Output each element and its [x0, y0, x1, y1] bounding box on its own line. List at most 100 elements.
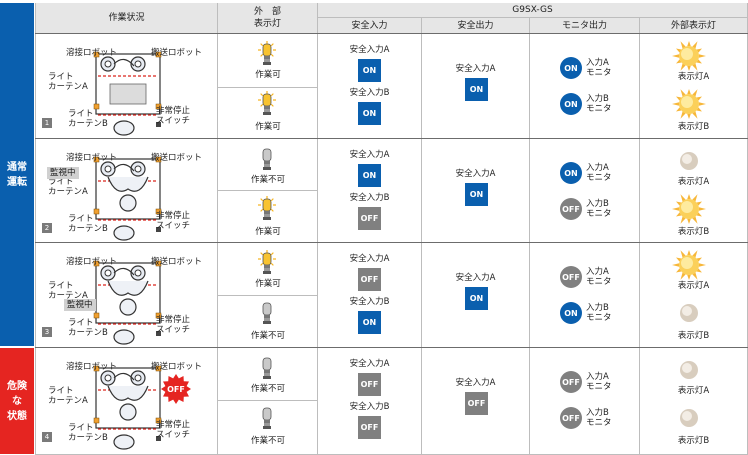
safety-output-state: ON [465, 183, 488, 206]
header-ext-indicator: 外部表示灯 [640, 18, 747, 33]
tower-lamp-status-b: 作業可 [255, 122, 281, 132]
safety-output-label: 安全入力A [455, 64, 496, 74]
safety-input-a-state: ON [358, 164, 381, 187]
group-danger-label: 危険 な 状態 [7, 380, 27, 422]
label-transport-robot: 搬送ロボット [151, 153, 203, 163]
header-product-label: G9SX-GS [512, 5, 553, 15]
tower-lamp-status-a: 作業不可 [250, 175, 285, 185]
grid-line [218, 295, 318, 296]
monitor-a-label: 入力A モニタ [586, 267, 612, 287]
header-product: G9SX-GS [318, 3, 747, 17]
header-status: 作業状況 [36, 3, 217, 33]
grid-line [529, 18, 530, 454]
label-welding-robot: 溶接ロボット [66, 362, 118, 372]
monitor-a-label: 入力A モニタ [586, 372, 612, 392]
monitor-a-state: OFF [560, 266, 582, 288]
tower-lamp-icon [258, 196, 276, 220]
monitor-b-label: 入力B モニタ [586, 199, 612, 219]
safety-output-label: 安全入力A [455, 378, 496, 388]
indicator-a-label: 表示灯A [677, 72, 710, 82]
tower-lamp-status-a: 作業可 [255, 70, 281, 80]
tower-lamp-icon [258, 91, 276, 115]
safety-input-b-state: OFF [358, 416, 381, 439]
indicator-lit-icon [672, 250, 706, 280]
monitor-b-state: OFF [560, 407, 582, 429]
label-transport-robot: 搬送ロボット [151, 48, 203, 58]
workpiece [109, 83, 147, 105]
safety-output-label: 安全入力A [455, 273, 496, 283]
monitor-b-state: OFF [560, 198, 582, 220]
lamp-light [262, 302, 272, 316]
row-number: 4 [42, 432, 52, 442]
safety-input-a-label: 安全入力A [349, 45, 390, 55]
monitor-a-label: 入力A モニタ [586, 163, 612, 183]
lamp-light [262, 252, 272, 266]
estop-switch [156, 436, 161, 441]
tower-lamp-icon [262, 407, 272, 429]
safety-input-b-label: 安全入力B [349, 297, 390, 307]
tower-lamp-status-b: 作業不可 [250, 436, 285, 446]
header-safety-input-label: 安全入力 [351, 20, 388, 31]
off-badge-text: OFF [167, 385, 185, 394]
grid-line [218, 87, 318, 88]
grid-line [421, 18, 422, 454]
monitor-b-label: 入力B モニタ [586, 94, 612, 114]
group-normal: 通常 運転 [0, 3, 34, 346]
safety-input-a-state: OFF [358, 373, 381, 396]
safety-input-b-label: 安全入力B [349, 193, 390, 203]
label-welding-robot: 溶接ロボット [66, 257, 118, 267]
label-welding-robot: 溶接ロボット [66, 153, 118, 163]
safety-output-label: 安全入力A [455, 169, 496, 179]
tower-lamp-status-b: 作業不可 [250, 331, 285, 341]
indicator-b-label: 表示灯B [677, 122, 710, 132]
label-light-curtain-a: ライト カーテンA [48, 72, 88, 92]
safety-input-b-state: ON [358, 102, 381, 125]
label-light-curtain-b: ライト カーテンB [68, 214, 108, 234]
tower-lamp-icon [258, 250, 276, 274]
group-danger: 危険 な 状態 [0, 348, 34, 454]
safety-input-a-label: 安全入力A [349, 359, 390, 369]
header-monitor-output: モニタ出力 [530, 18, 639, 33]
monitor-a-label: 入力A モニタ [586, 58, 612, 78]
header-safety-output: 安全出力 [422, 18, 529, 33]
work-cell-diagram [93, 156, 162, 241]
label-light-curtain-a: ライト カーテンA [48, 177, 88, 197]
grid-line [35, 138, 748, 139]
grid-line [217, 3, 218, 454]
monitor-b-state: ON [560, 93, 582, 115]
lamp-light [262, 198, 272, 212]
label-light-curtain-b: ライト カーテンB [68, 318, 108, 338]
lamp-light [262, 407, 272, 421]
tower-lamp-icon [262, 148, 272, 170]
label-estop: 非常停止 スイッチ [156, 420, 191, 440]
header-monitor-output-label: モニタ出力 [561, 20, 607, 31]
off-burst-icon: OFF [161, 374, 191, 404]
robot-arm [107, 385, 149, 401]
monitor-b-state: ON [560, 302, 582, 324]
safety-output-state: OFF [465, 392, 488, 415]
robot-arm [107, 280, 149, 296]
header-lamp: 外 部 表示灯 [218, 3, 317, 33]
robot-arm [107, 176, 149, 192]
label-light-curtain-b: ライト カーテンB [68, 423, 108, 443]
safety-input-a-label: 安全入力A [349, 150, 390, 160]
safety-input-a-state: OFF [358, 268, 381, 291]
lamp-light [262, 93, 272, 107]
indicator-unlit-icon [680, 304, 698, 322]
tower-lamp-status-a: 作業不可 [250, 384, 285, 394]
indicator-unlit-icon [680, 152, 698, 170]
monitoring-badge: 監視中 [47, 167, 79, 179]
indicator-b-label: 表示灯B [677, 227, 710, 237]
tower-lamp-icon [258, 41, 276, 65]
indicator-unlit-icon [680, 409, 698, 427]
indicator-a-label: 表示灯A [677, 281, 710, 291]
header-safety-output-label: 安全出力 [457, 20, 494, 31]
grid-line [317, 3, 318, 454]
safety-output-state: ON [465, 287, 488, 310]
safety-input-b-state: OFF [358, 207, 381, 230]
estop-switch [156, 227, 161, 232]
robot-base [113, 120, 135, 136]
monitor-b-label: 入力B モニタ [586, 408, 612, 428]
safety-input-a-state: ON [358, 59, 381, 82]
work-cell-diagram [93, 260, 162, 345]
